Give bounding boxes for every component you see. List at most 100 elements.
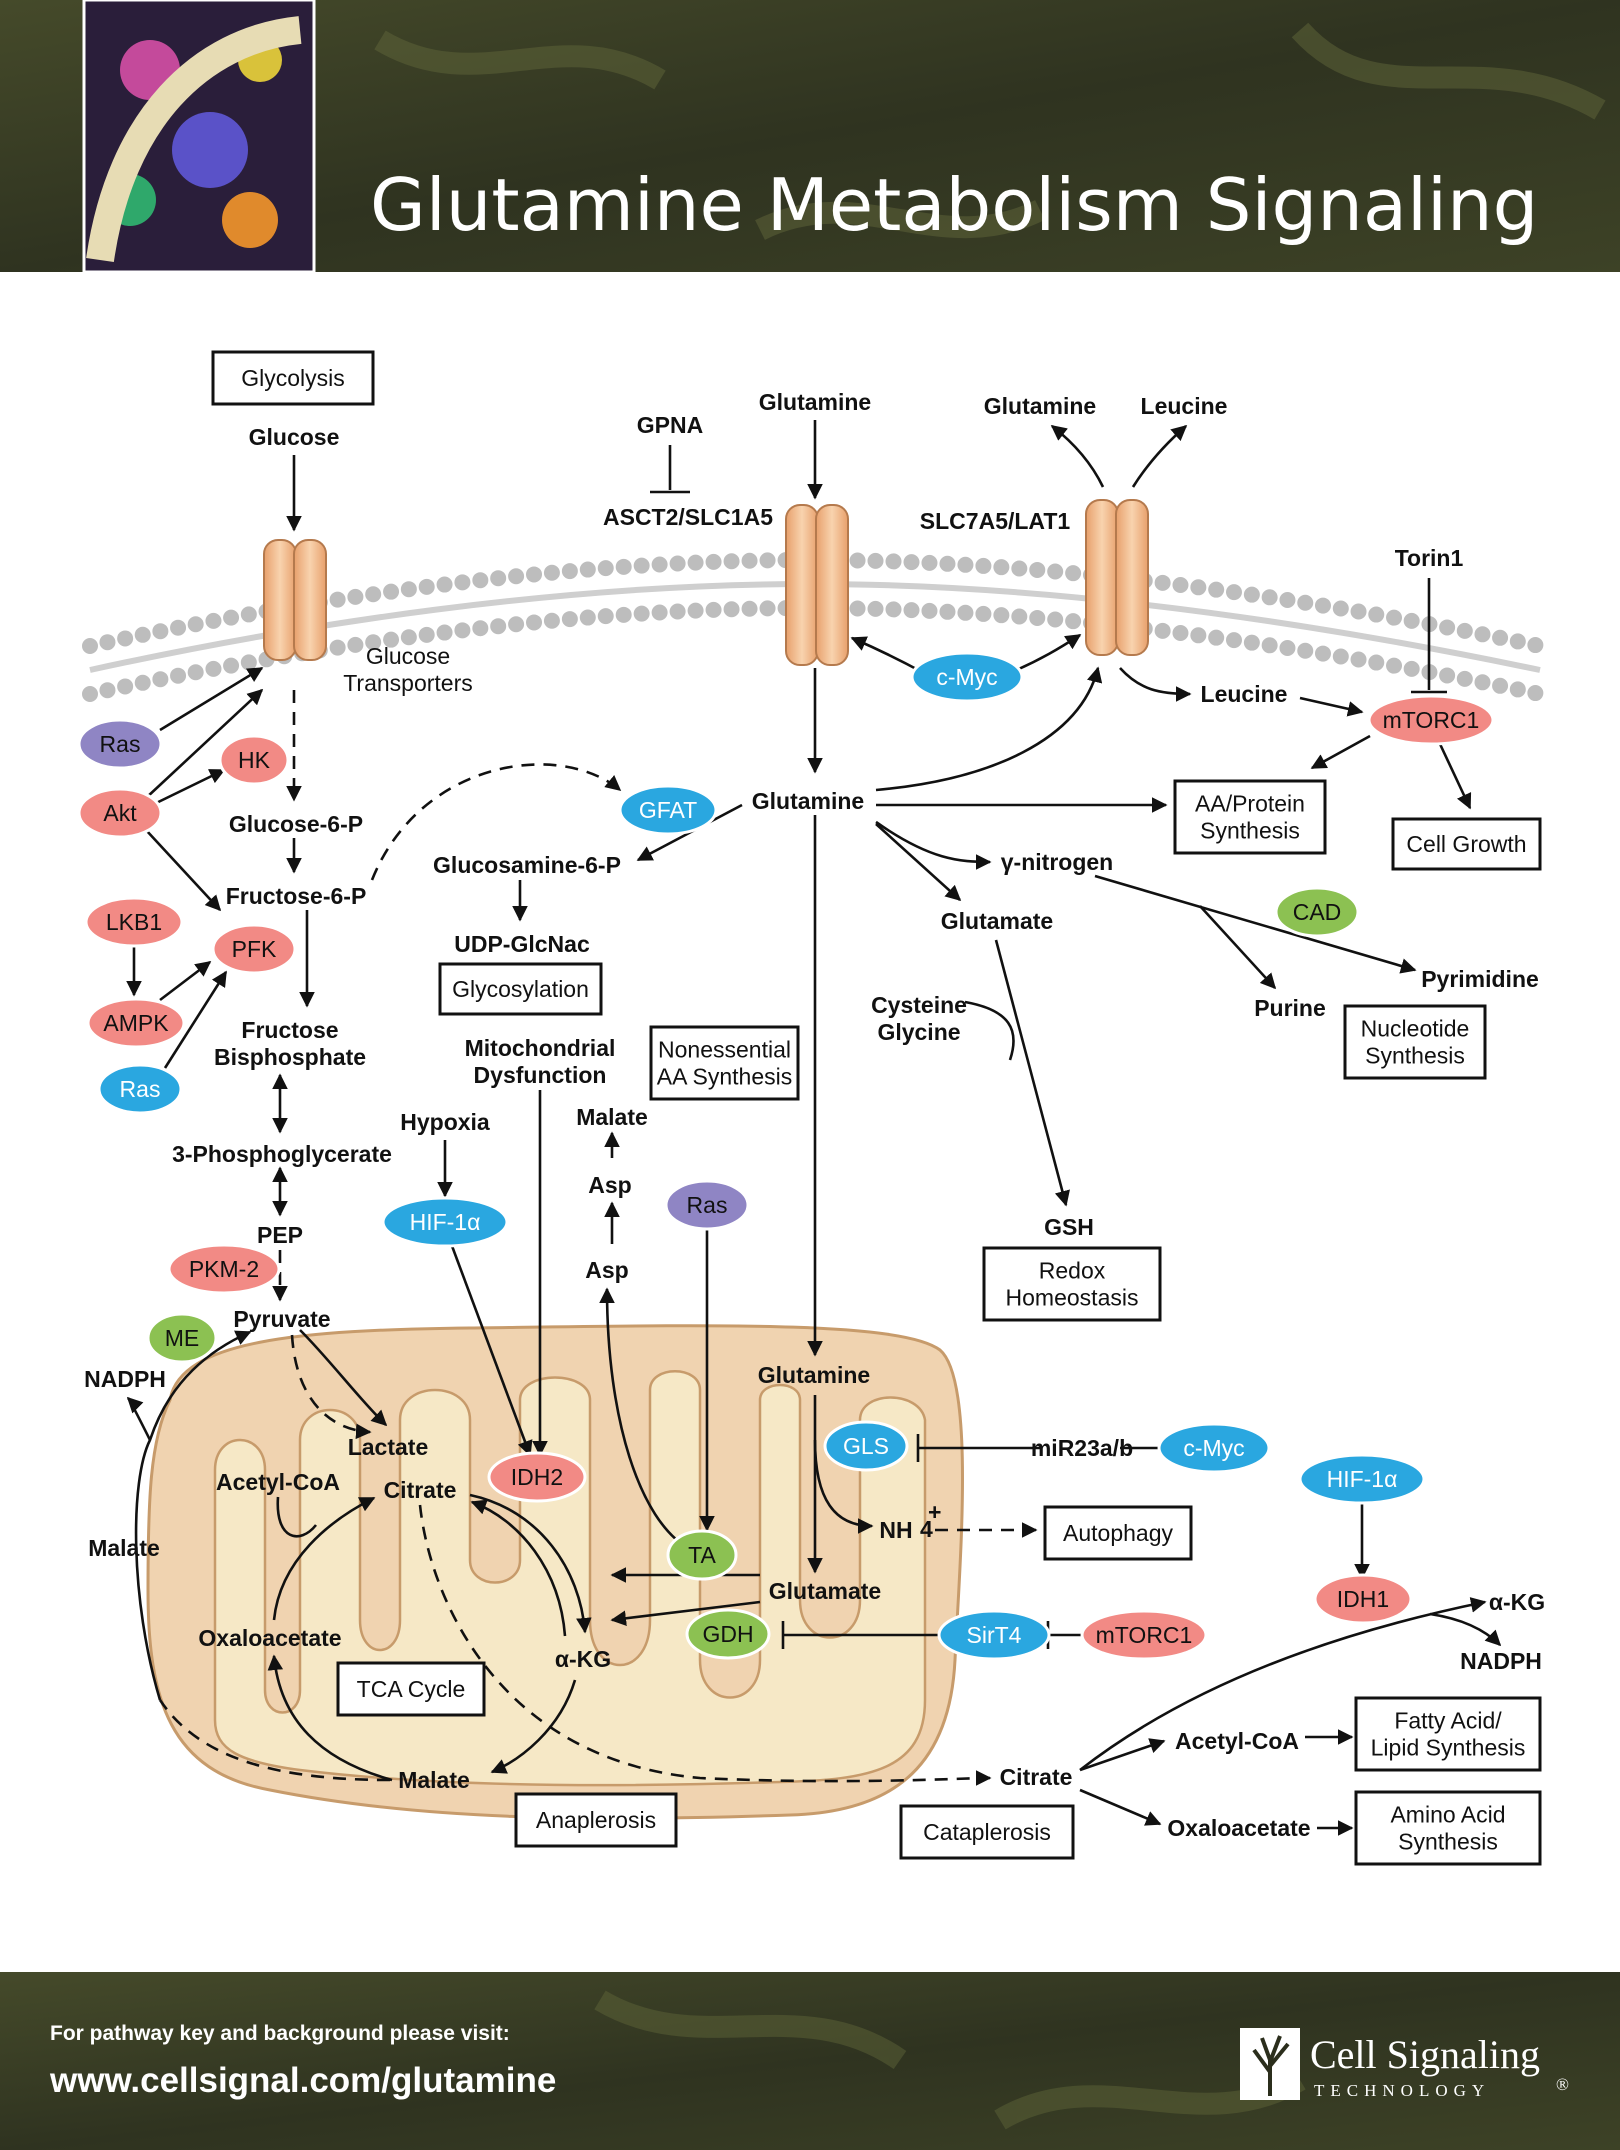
connectors [126,420,1502,1836]
n-mir23: miR23a/b [1031,1435,1133,1461]
o-ras-3: Ras [664,1179,750,1231]
n-asp-1: Asp [588,1172,631,1198]
b-aa-protein-line-0: AA/Protein [1195,791,1305,817]
brand-name: Cell Signaling [1310,2032,1540,2077]
n-oxaloacetate-out: Oxaloacetate [1167,1815,1310,1841]
o-idh2-label: IDH2 [511,1464,563,1490]
b-autophagy-line-0: Autophagy [1063,1520,1173,1546]
o-pkm2-label: PKM-2 [189,1256,259,1282]
n-lat1: SLC7A5/LAT1 [920,508,1071,534]
o-ta-label: TA [688,1542,716,1568]
o-gdh-shape [685,1608,771,1660]
o-lkb1-label: LKB1 [106,909,162,935]
n-fructose6p: Fructose-6-P [226,883,367,909]
n-akg-right: α-KG [1489,1589,1545,1615]
n-glutamine-out: Glutamine [984,393,1096,419]
o-gdh-label: GDH [702,1621,753,1647]
o-ampk-label: AMPK [103,1010,169,1036]
b-fatty-acid-line-1: Lipid Synthesis [1371,1735,1526,1761]
header-illustration [82,0,316,274]
n-cysteine: Cysteine [871,992,967,1018]
n-glucosamine6p: Glucosamine-6-P [433,852,621,878]
o-ampk: AMPK [86,997,186,1049]
n-nadph-right: NADPH [1460,1648,1542,1674]
footer-url-link[interactable]: www.cellsignal.com/glutamine [49,2061,556,2100]
n-oxaloacetate-mito: Oxaloacetate [198,1625,341,1651]
o-ras-2-label: Ras [120,1076,161,1102]
n-citrate-out: Citrate [1000,1764,1073,1790]
o-cmyc-2: c-Myc [1157,1422,1271,1474]
glucose-transporter [263,539,327,661]
n-glutamine-mito: Glutamine [758,1362,870,1388]
footer-band [0,1972,1620,2150]
n-pyrimidine: Pyrimidine [1421,966,1539,992]
o-lkb1: LKB1 [84,896,184,948]
b-redox-line-1: Homeostasis [1006,1285,1139,1311]
n-3pg: 3-Phosphoglycerate [172,1141,392,1167]
b-tca-line-0: TCA Cycle [357,1676,466,1702]
o-cad: CAD [1274,886,1360,938]
b-aa-protein-line-1: Synthesis [1200,818,1300,844]
n-fructose-bp-1: Fructose [241,1017,338,1043]
o-sirt4: SirT4 [937,1609,1051,1661]
o-sirt4-shape [937,1609,1051,1661]
n-ynitrogen: γ-nitrogen [1001,849,1113,875]
n-fructose-bp-2: Bisphosphate [214,1044,366,1070]
o-gls-shape [823,1420,909,1472]
b-autophagy-frame [1043,1505,1193,1561]
o-akt-label: Akt [103,800,137,826]
o-idh1-label: IDH1 [1337,1586,1389,1612]
o-ras-1: Ras [77,718,163,770]
b-glycolysis: Glycolysis [211,350,375,406]
b-anaplerosis-line-0: Anaplerosis [536,1807,656,1833]
n-malate-mito: Malate [398,1767,470,1793]
b-nonessential-line-1: AA Synthesis [657,1064,793,1090]
o-ta-shape [666,1529,738,1581]
b-cataplerosis-line-0: Cataplerosis [923,1819,1051,1845]
b-nucleotide-line-0: Nucleotide [1361,1016,1470,1042]
b-amino-acid-line-1: Synthesis [1398,1829,1498,1855]
o-idh1-shape [1313,1573,1413,1625]
b-aa-protein-frame [1173,779,1327,855]
o-mtorc1-1: mTORC1 [1367,694,1495,746]
o-ras-1-shape [77,718,163,770]
t-glucose-transporters-2: Transporters [343,670,473,696]
n-malate-left: Malate [88,1535,160,1561]
o-me-shape [146,1312,218,1364]
n-mito-dys-1: Mitochondrial [465,1035,616,1061]
b-redox-frame [982,1246,1162,1322]
b-nonessential-line-0: Nonessential [658,1037,791,1063]
b-cell-growth: Cell Growth [1391,817,1542,871]
b-cell-growth-frame [1391,817,1542,871]
n-malate-top: Malate [576,1104,648,1130]
mitochondrion [146,1324,964,1820]
b-fatty-acid-frame [1354,1696,1542,1772]
b-amino-acid-frame [1354,1790,1542,1866]
o-cmyc-1-shape [910,651,1024,703]
t-glucose-transporters-1: Glucose [366,643,450,669]
o-pfk-shape [211,923,297,975]
n-glutamate-mito: Glutamate [769,1578,881,1604]
o-akt: Akt [77,787,163,839]
b-anaplerosis: Anaplerosis [514,1792,678,1848]
asct2-transporter [785,504,849,666]
protein-ovals: RasAktHKLKB1PFKAMPKRasPKM-2MEGFATc-MycmT… [77,651,1495,1661]
n-torin1: Torin1 [1395,545,1464,571]
n-citrate-mito: Citrate [384,1477,457,1503]
b-fatty-acid: Fatty Acid/Lipid Synthesis [1354,1696,1542,1772]
n-gsh: GSH [1044,1214,1094,1240]
o-sirt4-label: SirT4 [967,1622,1022,1648]
n-leucine-out: Leucine [1141,393,1228,419]
b-cell-growth-line-0: Cell Growth [1406,831,1526,857]
registered-mark: ® [1556,2075,1575,2094]
o-pfk-label: PFK [232,936,277,962]
o-ras-1-label: Ras [100,731,141,757]
n-glycine: Glycine [877,1019,960,1045]
o-gls-label: GLS [843,1433,889,1459]
o-mtorc1-1-shape [1367,694,1495,746]
